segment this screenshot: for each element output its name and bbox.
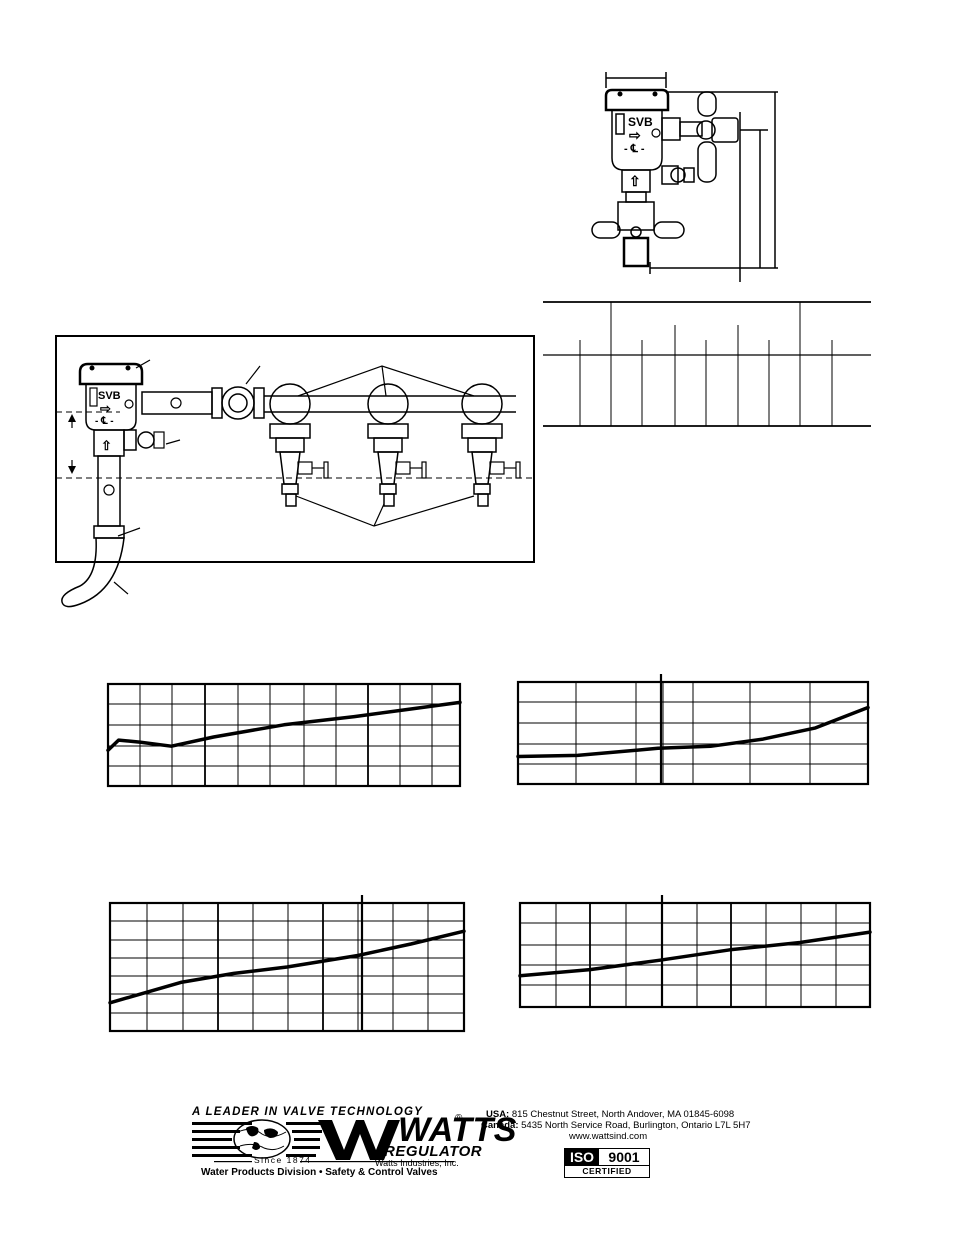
chart-3-curve xyxy=(108,929,466,1005)
chart-2-curve xyxy=(516,705,870,759)
chart-2 xyxy=(516,674,870,786)
usa-address-line: USA: 815 Chestnut Street, North Andover,… xyxy=(486,1109,734,1120)
chart-1 xyxy=(106,682,462,788)
usa-address: 815 Chestnut Street, North Andover, MA 0… xyxy=(511,1109,735,1120)
inst-svb-label: SVB xyxy=(98,390,121,402)
footer-tagline: A LEADER IN VALVE TECHNOLOGY xyxy=(192,1106,424,1118)
chart-1-curve xyxy=(106,700,462,753)
brand-sub: REGULATOR xyxy=(384,1143,483,1160)
since-text: Since 1874 xyxy=(254,1155,312,1165)
inst-arrow-right: ⇨ xyxy=(100,401,111,416)
chart-1-frame xyxy=(106,682,462,788)
spec-table xyxy=(543,301,871,427)
inst-cl-label: - ℄ - xyxy=(95,416,114,427)
top-arrow-up: ⇧ xyxy=(629,173,641,189)
canada-address-line: Canada: 5435 North Service Road, Burling… xyxy=(481,1120,751,1131)
chart-4-curve xyxy=(518,930,872,978)
iso-certified: CERTIFIED xyxy=(582,1166,632,1176)
iso-badge: ISO 9001 CERTIFIED xyxy=(564,1148,650,1178)
registered-mark: ® xyxy=(455,1113,463,1124)
top-arrow-right: ⇨ xyxy=(629,127,641,143)
canada-address: 5435 North Service Road, Burlington, Ont… xyxy=(521,1120,751,1131)
canada-label: Canada: xyxy=(481,1120,519,1131)
top-svb-label: SVB xyxy=(628,115,653,129)
brand-name: WATTS xyxy=(398,1111,517,1149)
iso-left: ISO xyxy=(565,1149,599,1165)
chart-3-frame xyxy=(108,901,466,1033)
chart-4-frame xyxy=(518,901,872,1009)
website-link[interactable]: www.wattsind.com xyxy=(569,1131,648,1142)
top-valve-drawing: SVB ⇨ - ℄ - ⇧ xyxy=(591,72,778,282)
inst-arrow-up: ⇧ xyxy=(101,438,112,453)
division-text: Water Products Division • Safety & Contr… xyxy=(201,1167,438,1178)
top-cl-label: - ℄ - xyxy=(624,143,645,155)
chart-4 xyxy=(518,895,872,1009)
chart-3 xyxy=(108,895,466,1033)
installation-diagram: SVB ⇨ - ℄ - ⇧ xyxy=(55,335,535,608)
iso-right: 9001 xyxy=(608,1149,640,1165)
usa-label: USA: xyxy=(486,1109,510,1120)
company-name: Watts Industries, Inc. xyxy=(375,1158,459,1168)
